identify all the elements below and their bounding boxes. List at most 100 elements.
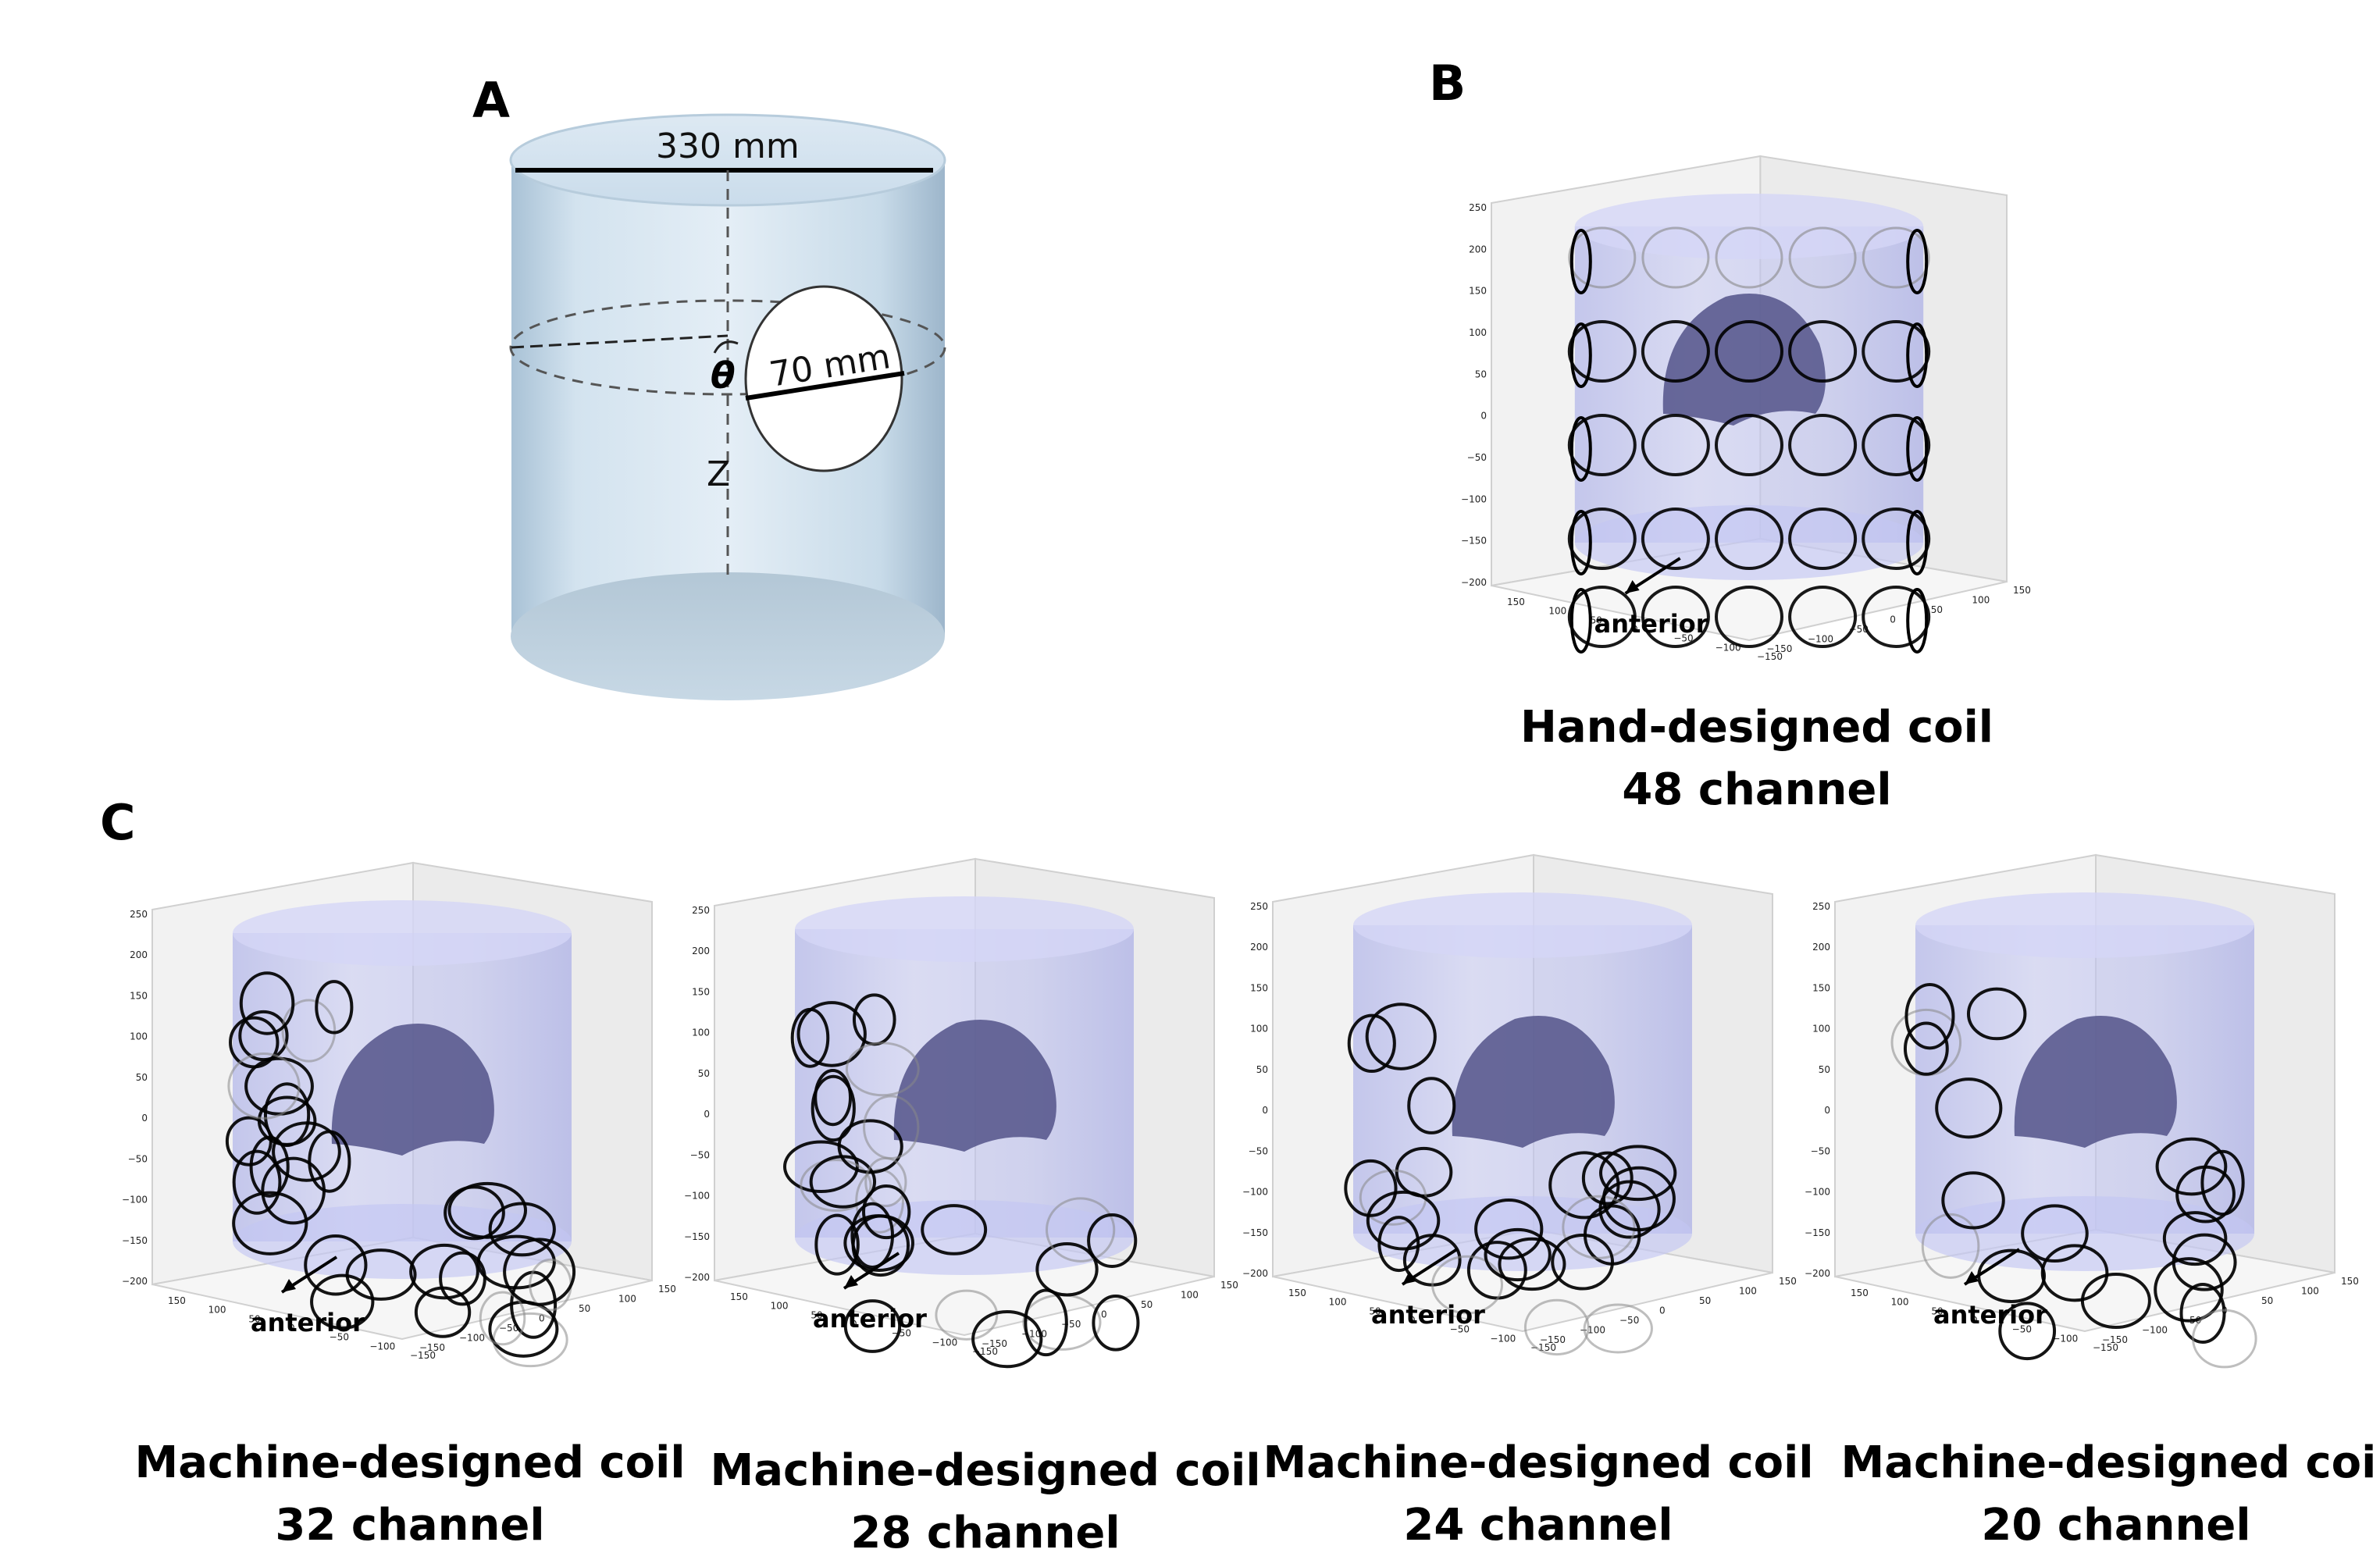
floor-tick-right: −50 — [1061, 1319, 1081, 1330]
coil-loop — [1347, 1013, 1396, 1074]
coil-loop — [345, 1248, 417, 1301]
coil-loop — [814, 1213, 860, 1276]
floor-tick-right: −100 — [2142, 1325, 2168, 1336]
z-tick-label: −100 — [1805, 1187, 1830, 1198]
coil-loop — [1966, 987, 2027, 1041]
plot-hand-designed: 250200150100500−50−100−150−200150100500−… — [1461, 155, 2031, 662]
floor-tick-right: 150 — [2341, 1276, 2359, 1287]
floor-tick-left: −50 — [1450, 1324, 1470, 1335]
panel-c-letter: C — [100, 794, 136, 851]
floor-tick-right: −100 — [459, 1333, 485, 1344]
caption-32-line1: Machine-designed coil — [134, 1437, 685, 1488]
z-tick-label: 100 — [1250, 1024, 1268, 1035]
coil-loop — [1862, 508, 1931, 570]
coil-loop — [843, 1299, 902, 1353]
floor-tick-right: 100 — [1972, 595, 1990, 606]
floor-tick-right: 0 — [1101, 1309, 1107, 1320]
anterior-label: anterior — [1371, 1300, 1485, 1330]
coil-loop — [1569, 416, 1592, 482]
z-tick-label: −150 — [1242, 1227, 1268, 1238]
z-tick-label: 100 — [1812, 1024, 1830, 1035]
coil-loop — [1567, 320, 1637, 383]
floor-tick-right: −50 — [1619, 1315, 1639, 1326]
coil-loop — [1641, 508, 1710, 570]
floor-tick-left: −150 — [2093, 1342, 2118, 1353]
coil-loop — [2200, 1149, 2245, 1216]
coil-loop — [1788, 320, 1858, 383]
brain-surface — [1452, 1016, 1615, 1148]
coil-loop — [1941, 1171, 2005, 1230]
floor-tick-left: −100 — [1490, 1333, 1516, 1344]
coil-loop — [1569, 510, 1592, 575]
floor-tick-left: 50 — [1369, 1305, 1381, 1316]
coil-loop — [1366, 1190, 1441, 1251]
z-tick-label: −50 — [1811, 1145, 1830, 1156]
floor-tick-right: 50 — [1141, 1299, 1153, 1310]
panel-b-letter: B — [1429, 55, 1466, 112]
coil-loop — [861, 1184, 911, 1240]
z-tick-label: 250 — [130, 909, 148, 920]
floor-tick-right: 150 — [1220, 1280, 1238, 1291]
coil-loop — [272, 1121, 341, 1182]
z-tick-label: 150 — [692, 986, 710, 997]
coil-loop — [2080, 1273, 2151, 1330]
coil-loop — [1641, 320, 1710, 383]
floor-tick-right: −150 — [2102, 1334, 2128, 1345]
coil-loop — [1551, 1234, 1615, 1291]
anterior-arrow-head — [844, 1275, 858, 1288]
z-tick-label: 0 — [1480, 411, 1487, 422]
coil-loop — [1906, 588, 1929, 654]
z-tick-label: −50 — [690, 1149, 710, 1160]
coil-loop — [1523, 1298, 1590, 1356]
coil-loop — [1788, 586, 1858, 648]
coil-loop — [1567, 586, 1637, 648]
z-tick-label: 100 — [1469, 327, 1487, 338]
floor-tick-left: −150 — [410, 1350, 436, 1361]
theta-label: θ — [711, 354, 736, 397]
coil-loop — [225, 1116, 273, 1166]
coil-loop — [2162, 1211, 2228, 1266]
floor-tick-left: 0 — [1632, 624, 1638, 635]
coil-cylinder-top — [233, 900, 572, 966]
coil-loop — [1715, 414, 1783, 476]
coil-loop — [2021, 1204, 2089, 1263]
z-tick-label: −200 — [1242, 1268, 1268, 1279]
coil-loop — [1715, 586, 1783, 648]
coil-loop — [409, 1243, 479, 1300]
equator-ellipse — [509, 299, 946, 396]
coil-loop — [837, 1119, 903, 1174]
floor-tick-left: 100 — [208, 1305, 226, 1316]
floor-tick-left: −50 — [2012, 1324, 2032, 1335]
coil-loop — [238, 1010, 289, 1062]
floor-tick-right: 100 — [2301, 1286, 2319, 1297]
theta-arc — [713, 340, 739, 354]
floor-tick-right: 0 — [539, 1313, 545, 1324]
z-tick-label: 250 — [1469, 202, 1487, 213]
caption-20-line2: 20 channel — [1981, 1500, 2250, 1551]
coil-loop — [261, 1156, 326, 1225]
coil-loop — [1569, 322, 1592, 388]
anterior-arrow-head — [1965, 1271, 1979, 1284]
z-tick-label: 250 — [1812, 901, 1830, 912]
coil-loop — [239, 971, 295, 1035]
floor-tick-left: 100 — [1891, 1297, 1909, 1308]
coil-loop — [811, 1074, 856, 1142]
anterior-label: anterior — [1933, 1300, 2047, 1330]
z-tick-label: 0 — [1824, 1105, 1830, 1116]
z-tick-label: −150 — [122, 1235, 148, 1246]
coil-loop — [850, 1202, 894, 1269]
floor-tick-left: 50 — [1931, 1305, 1943, 1316]
floor-tick-left: 150 — [730, 1291, 748, 1302]
coil-loop — [488, 1202, 556, 1257]
z-tick-label: 100 — [130, 1031, 148, 1042]
panel-a-letter: A — [472, 72, 510, 129]
z-tick-label: 250 — [1250, 901, 1268, 912]
z-tick-label: −100 — [122, 1195, 148, 1206]
coil-loop — [1862, 586, 1931, 648]
coil-loop — [1641, 414, 1710, 476]
coil-loop — [479, 1291, 526, 1346]
anterior-arrow-head — [282, 1279, 296, 1292]
panel-b: B 250200150100500−50−100−150−20015010050… — [1429, 55, 2031, 815]
